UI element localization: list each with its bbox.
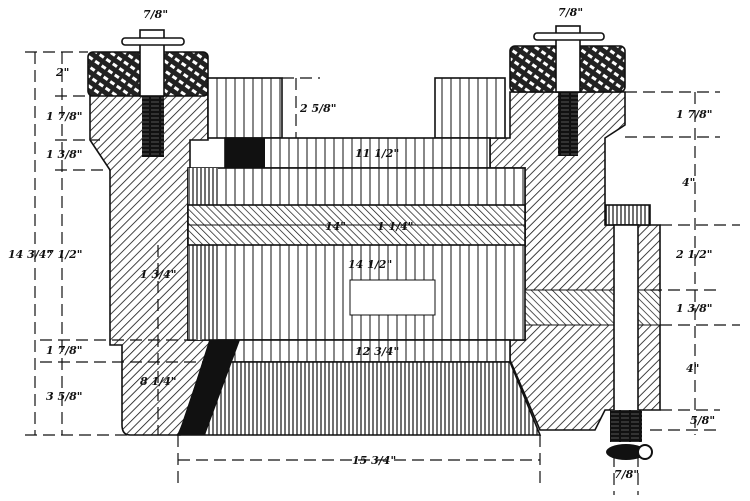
cone <box>176 361 542 436</box>
right-washer <box>533 32 605 41</box>
right-boss <box>434 77 506 139</box>
main-cylinder <box>187 167 526 341</box>
label-lower-inner-left: 8 1/4" <box>140 375 177 388</box>
label-right-flange: 1 7/8" <box>676 108 713 121</box>
dimension-labels: 7/8" 7/8" 2" 1 7/8" 1 3/8" 14 3/4" 7 1/2… <box>8 6 715 481</box>
label-right-mid: 4" <box>682 176 695 189</box>
label-ring-bottom: 12 3/4" <box>355 345 399 358</box>
dimension-lines <box>25 51 740 495</box>
label-flange-left: 1 7/8" <box>46 110 83 123</box>
label-ring-top: 11 1/2" <box>355 147 399 160</box>
left-housing <box>87 29 212 436</box>
cone-shadow <box>178 340 240 435</box>
label-inner-left: 1 3/4" <box>140 268 177 281</box>
label-base-left: 3 5/8" <box>46 390 83 403</box>
label-bore: 14 1/2" <box>348 258 392 271</box>
label-boss-height: 2 5/8" <box>299 102 337 115</box>
label-mid-left: 7 1/2" <box>46 248 83 261</box>
right-plate <box>524 289 661 326</box>
right-bolt-thread <box>558 92 578 156</box>
label-base-width: 15 3/4" <box>352 454 396 467</box>
label-bolt-right: 7/8" <box>558 6 583 19</box>
left-bolt-thread <box>142 95 164 157</box>
label-right-lower: 4" <box>686 362 699 375</box>
ring-shadow <box>225 138 265 168</box>
side-bolt <box>605 204 653 460</box>
label-lower-step-left: 1 7/8" <box>46 344 83 357</box>
top-ring <box>224 137 491 169</box>
label-overall-height: 14 3/4" <box>8 248 52 261</box>
label-band-width: 14" <box>325 220 346 233</box>
left-boss <box>207 77 283 139</box>
label-step-left: 1 3/8" <box>46 148 83 161</box>
label-cap-height: 2" <box>55 66 69 79</box>
left-washer <box>121 37 185 46</box>
label-right-plate: 1 3/8" <box>676 302 713 315</box>
label-band-thickness: 1 1/4" <box>377 220 414 233</box>
label-bolt-left: 7/8" <box>143 8 168 21</box>
label-right-base: 5/8" <box>690 414 715 427</box>
label-right-gap: 2 1/2" <box>675 248 713 261</box>
label-bottom-bolt: 7/8" <box>614 468 639 481</box>
